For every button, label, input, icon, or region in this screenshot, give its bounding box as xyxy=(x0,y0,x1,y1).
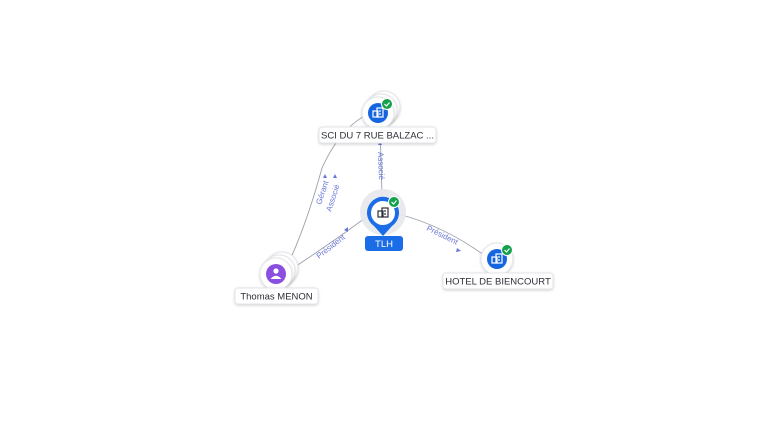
arrow-person-sci-1 xyxy=(323,174,327,178)
edge-label-center-hotel: Président xyxy=(425,224,460,247)
building-icon xyxy=(491,253,503,264)
node-sci[interactable]: SCI DU 7 RUE BALZAC ... xyxy=(318,90,437,144)
arrow-center-hotel xyxy=(456,248,461,252)
node-hotel[interactable]: HOTEL DE BIENCOURT xyxy=(442,242,554,290)
node-center[interactable]: TLH xyxy=(360,189,406,251)
person-icon xyxy=(270,268,282,279)
arrow-person-sci-2 xyxy=(333,174,337,178)
building-icon xyxy=(377,207,389,218)
arrow-person-center xyxy=(344,227,348,232)
node-sci-label: SCI DU 7 RUE BALZAC ... xyxy=(321,131,434,142)
node-person[interactable]: Thomas MENON xyxy=(234,251,319,305)
verified-badge-icon xyxy=(388,196,400,208)
edge-label-sci-center: Associé xyxy=(376,152,386,181)
edge-person-sci[interactable] xyxy=(287,113,369,265)
verified-badge-icon xyxy=(381,98,393,110)
node-center-label: TLH xyxy=(375,239,393,250)
edge-label-person-center: Président xyxy=(315,232,348,260)
edge-center-hotel[interactable] xyxy=(397,213,489,259)
building-icon xyxy=(372,107,384,118)
node-person-label: Thomas MENON xyxy=(240,292,312,303)
verified-badge-icon xyxy=(501,244,513,256)
node-hotel-label: HOTEL DE BIENCOURT xyxy=(445,277,551,288)
